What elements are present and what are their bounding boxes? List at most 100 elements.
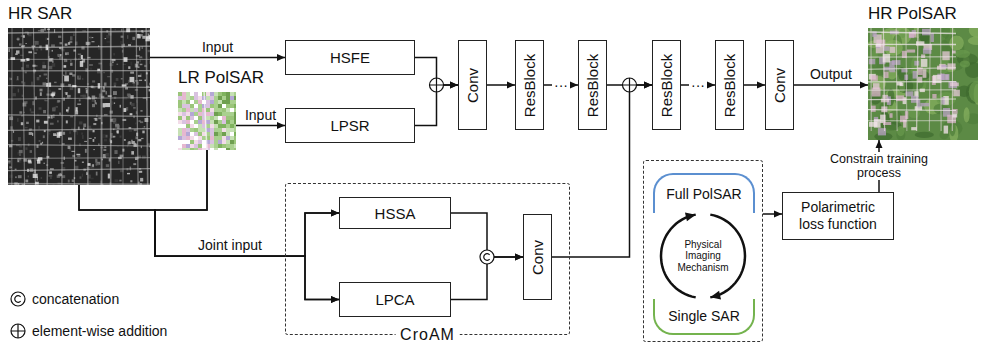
node-label: ResBlock: [721, 53, 738, 116]
connector-line: [150, 57, 285, 59]
image-texture: [72, 85, 76, 87]
image-texture: [29, 132, 33, 135]
image-texture: [34, 28, 36, 185]
image-texture: [91, 178, 94, 180]
image-texture: [94, 137, 96, 138]
arrowhead: [757, 82, 765, 89]
image-texture: [952, 28, 953, 131]
image-texture: [868, 89, 956, 90]
image-texture: [68, 107, 70, 110]
connector: [451, 213, 523, 261]
image-texture: [206, 116, 210, 120]
image-texture: [42, 62, 45, 65]
connector: [236, 122, 285, 129]
layer-box: ResBlock: [515, 40, 544, 130]
image-texture: [89, 36, 91, 40]
image-texture: [66, 92, 68, 95]
image-texture: [50, 123, 54, 125]
image-texture: [214, 136, 218, 140]
image-texture: [186, 140, 190, 144]
process-box: LPCA: [339, 282, 451, 317]
image-texture: [104, 83, 107, 86]
image-texture: [190, 128, 194, 132]
image-texture: [222, 132, 226, 136]
image-texture: [234, 132, 236, 136]
image-texture: [194, 140, 198, 144]
image-texture: [8, 160, 11, 162]
image-texture: [51, 94, 56, 96]
image-texture: [198, 116, 202, 120]
image-texture: [969, 81, 978, 103]
image-texture: [21, 81, 23, 83]
image-texture: [964, 107, 970, 122]
image-texture: [218, 104, 222, 108]
image-texture: [868, 98, 956, 100]
image-texture: [868, 28, 978, 140]
image-texture: [178, 96, 182, 100]
arrowhead: [515, 254, 523, 261]
image-texture: [149, 83, 150, 86]
image-texture: [190, 96, 194, 100]
image-texture: [108, 174, 110, 179]
image-texture: [868, 81, 956, 82]
image-texture: [89, 181, 91, 182]
image-texture: [44, 74, 48, 76]
image-texture: [198, 144, 202, 148]
image-texture: [868, 109, 956, 111]
image-texture: [34, 52, 37, 54]
image-texture: [133, 163, 136, 165]
image-texture: [8, 161, 11, 164]
image-texture: [186, 100, 190, 104]
image-texture: [198, 120, 202, 124]
add-mark: [11, 324, 25, 338]
image-texture: [68, 146, 71, 149]
node-label: HSSA: [375, 205, 416, 222]
image-texture: [190, 104, 194, 108]
image-texture: [106, 35, 109, 38]
image-texture: [107, 76, 110, 77]
image-texture: [126, 28, 130, 32]
image-texture: [96, 102, 97, 104]
image-texture: [31, 82, 33, 86]
image-texture: [194, 96, 198, 100]
image-texture: [140, 110, 142, 111]
image-texture: [95, 118, 98, 121]
image-texture: [117, 64, 119, 65]
image-texture: [8, 98, 150, 100]
image-texture: [76, 154, 80, 155]
image-texture: [57, 54, 60, 56]
image-texture: [897, 82, 902, 85]
image-texture: [198, 128, 202, 132]
image-texture: [198, 140, 202, 144]
image-texture: [186, 96, 190, 100]
image-texture: [234, 148, 236, 150]
image-texture: [50, 175, 52, 179]
image-texture: [93, 130, 95, 132]
image-texture: [8, 129, 150, 131]
connector: [744, 82, 765, 89]
concat-mark: [15, 296, 21, 303]
image-texture: [230, 140, 234, 144]
image-title: HR PolSAR: [868, 4, 957, 24]
image-texture: [178, 140, 182, 144]
image-texture: [42, 142, 43, 144]
layer-box: Conv: [523, 214, 552, 300]
image-texture: [210, 132, 214, 136]
image-texture: [226, 104, 230, 108]
image-texture: [182, 100, 186, 104]
image-texture: [230, 116, 234, 120]
image-texture: [890, 113, 893, 118]
image-texture: [182, 148, 186, 150]
image-texture: [190, 124, 194, 128]
image-texture: [56, 106, 58, 107]
image-texture: [178, 112, 182, 116]
image-texture: [141, 138, 144, 139]
image-texture: [210, 148, 214, 150]
image-texture: [206, 104, 210, 108]
image-texture: [896, 95, 904, 101]
image-texture: [178, 92, 182, 96]
image-texture: [8, 183, 150, 185]
image-texture: [26, 64, 29, 68]
image-texture: [43, 110, 46, 113]
image-texture: [230, 104, 234, 108]
